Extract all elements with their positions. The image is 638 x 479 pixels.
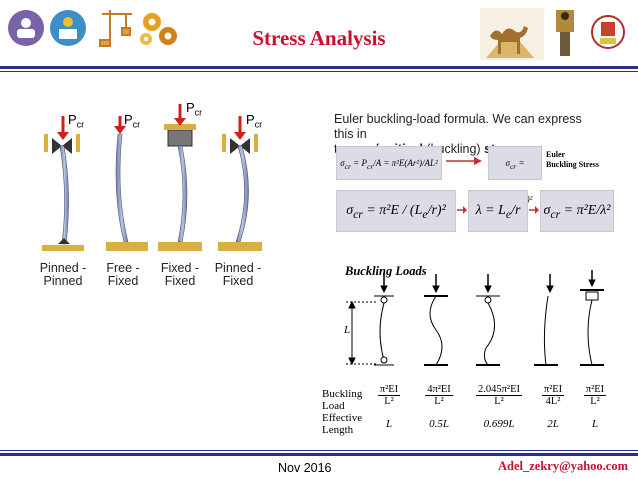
crane-icon — [99, 10, 132, 47]
column-label-free-fixed: Free -Fixed — [106, 261, 140, 288]
header-right-logos — [480, 6, 630, 62]
case-guided-fixed — [580, 270, 604, 366]
logo-group — [8, 10, 177, 47]
case-pinned-fixed — [476, 274, 500, 366]
formula-sigma-lambda: σcr = π²E/λ² — [540, 190, 614, 232]
pcr-label: Pcr — [186, 100, 203, 118]
column-diagrams: Pcr Pcr Pcr Pcr — [30, 100, 280, 256]
buckling-loads-title: Buckling Loads — [345, 264, 427, 278]
case-pinned-pinned — [374, 274, 394, 366]
column-fixed-fixed — [158, 104, 202, 251]
column-label-fixed-fixed: Fixed -Fixed — [160, 261, 200, 288]
footer-rule-thin — [0, 450, 638, 451]
university-seal-icon — [591, 15, 625, 49]
column-diagrams-svg — [42, 104, 262, 251]
header-logos — [6, 6, 186, 50]
column-pinned-pinned — [42, 116, 84, 251]
formula-sigma-cr-2: σcr = π²E/(L/r)² — [488, 146, 542, 204]
footer-email: Adel_zekry@yahoo.com — [497, 459, 628, 473]
pcr-label: Pcr — [124, 112, 141, 130]
effective-length-value: L — [591, 418, 599, 430]
formula-sigma-effective: σcr = π²E / (Le/r)² — [336, 190, 456, 232]
gears-icon — [140, 13, 177, 45]
column-pinned-fixed — [218, 116, 262, 251]
length-dimension — [346, 300, 378, 366]
camel-pyramid-icon — [480, 8, 544, 60]
arrow-icon — [446, 157, 482, 165]
header-rule — [0, 66, 638, 69]
formula-sigma-cr-1: σcr = Pcr/A = π²E(Ar²)/AL² = π²E/(L/r)² — [336, 146, 442, 204]
buckling-cases-svg — [346, 270, 604, 366]
column-label-pinned-pinned: Pinned -Pinned — [39, 261, 87, 288]
column-free-fixed — [106, 116, 148, 251]
effective-length-value: 0.5L — [429, 418, 449, 430]
pcr-label: Pcr — [68, 112, 85, 130]
length-symbol: L — [344, 324, 351, 336]
page-title: Stress Analysis — [252, 26, 386, 50]
effective-length-value: 2L — [547, 418, 559, 430]
column-label-pinned-fixed: Pinned -Fixed — [214, 261, 262, 288]
formula-slenderness: λ = Le/r — [468, 190, 528, 232]
arrow-icon — [457, 206, 467, 214]
case-fixed-fixed — [424, 274, 448, 366]
footer-rule — [0, 453, 638, 456]
case-free-fixed — [534, 274, 558, 366]
arrow-icon — [529, 206, 539, 214]
pcr-label: Pcr — [246, 112, 263, 130]
footer-date: Nov 2016 — [278, 461, 332, 475]
pharaoh-icon — [556, 10, 574, 56]
header-rule-thin — [0, 71, 638, 72]
effective-length-value: 0.699L — [483, 418, 515, 430]
effective-length-value: L — [385, 418, 393, 430]
